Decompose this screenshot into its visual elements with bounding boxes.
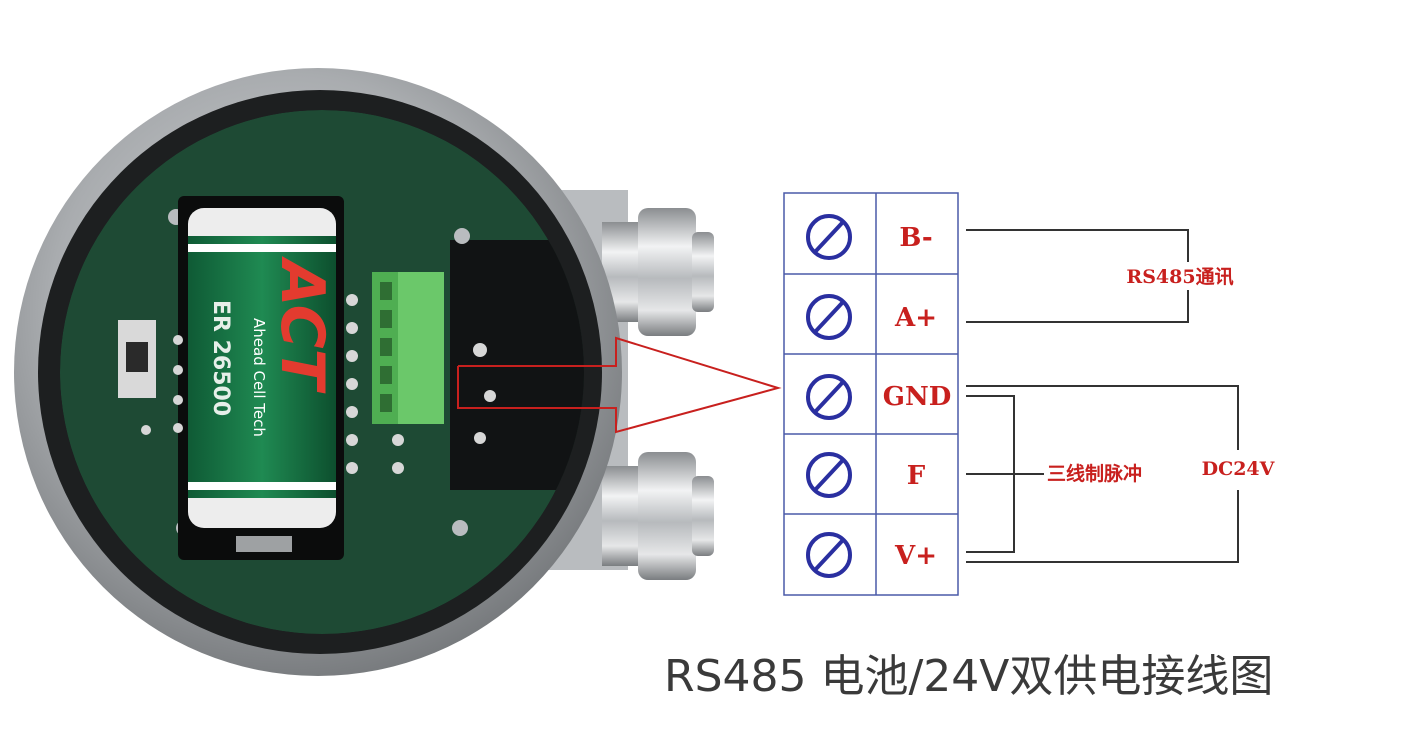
battery-brand: ACT xyxy=(267,256,337,394)
mount-screw xyxy=(454,228,470,244)
terminal-label-v-plus: V+ xyxy=(894,541,937,571)
cable-gland-bottom xyxy=(602,452,714,580)
screw-terminal-icon xyxy=(806,452,852,498)
diagram-caption: RS485 电池/24V双供电接线图 xyxy=(664,651,1274,702)
battery: ACT Ahead Cell Tech ER 26500 xyxy=(188,208,337,552)
terminal-label-a-plus: A+ xyxy=(894,303,937,333)
rs485-label: RS485通讯 xyxy=(1126,266,1233,288)
screw-terminal-icon xyxy=(806,294,852,340)
battery-maker: Ahead Cell Tech xyxy=(250,318,268,437)
solder-pads xyxy=(141,294,496,474)
terminal-block xyxy=(372,272,444,424)
rs485-bracket xyxy=(966,229,1189,323)
callout-pointer xyxy=(457,336,782,434)
pulse-label: 三线制脉冲 xyxy=(1047,462,1142,485)
terminal-label-gnd: GND xyxy=(883,382,952,412)
terminal-table xyxy=(783,192,959,596)
dc24v-bracket xyxy=(966,385,1239,563)
pulse-bracket xyxy=(966,395,1044,553)
screw-terminal-icon xyxy=(806,214,852,260)
dc24v-label: DC24V xyxy=(1202,458,1276,480)
cable-gland-top xyxy=(602,208,714,336)
terminal-label-b-minus: B- xyxy=(899,223,932,253)
terminal-label-f: F xyxy=(907,461,926,491)
mount-screw xyxy=(452,520,468,536)
screw-terminal-icon xyxy=(806,532,852,578)
screw-terminal-icon xyxy=(806,374,852,420)
battery-model: ER 26500 xyxy=(208,300,233,416)
